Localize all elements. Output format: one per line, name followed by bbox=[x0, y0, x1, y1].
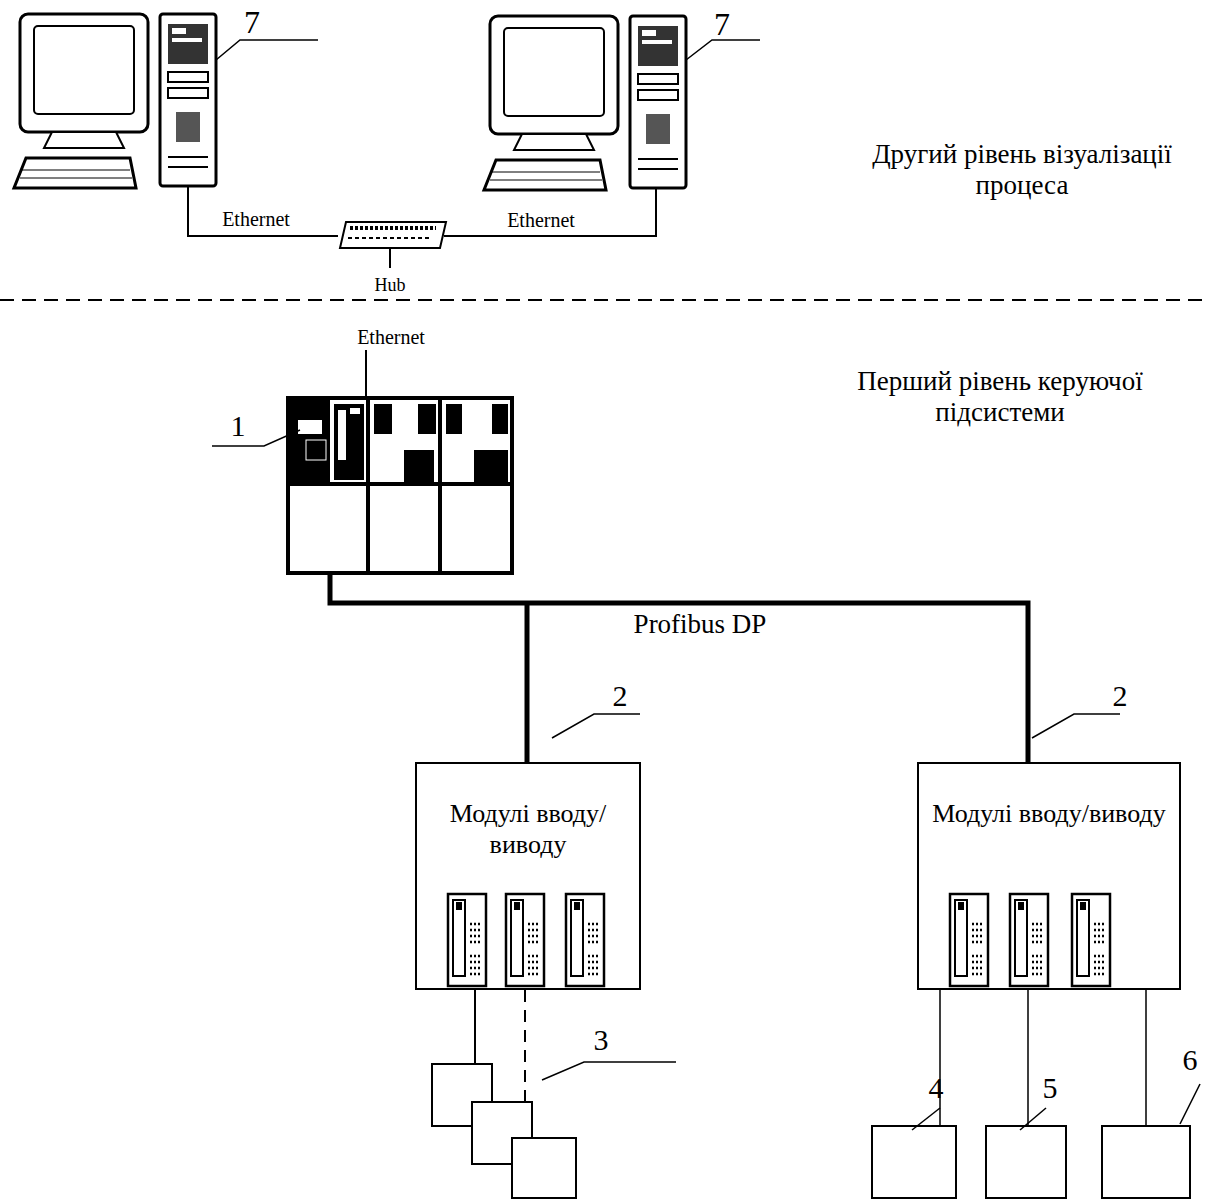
level-divider bbox=[0, 299, 1208, 301]
io-module-part bbox=[950, 894, 988, 986]
io-module-part bbox=[1072, 894, 1110, 986]
ethernet-cable-part bbox=[444, 188, 656, 236]
plc-controller-part bbox=[374, 404, 392, 434]
leader-line-part bbox=[1032, 714, 1120, 738]
ethernet-cable bbox=[188, 186, 656, 398]
network-hub-part bbox=[340, 222, 446, 248]
callout-number: 7 bbox=[244, 4, 260, 41]
field-device-part bbox=[512, 1138, 576, 1198]
io-module-part bbox=[1010, 894, 1048, 986]
workstation-part bbox=[484, 16, 686, 190]
plc-controller-part bbox=[298, 420, 322, 434]
plc-controller-part bbox=[404, 450, 434, 482]
network-label: Ethernet bbox=[507, 209, 575, 232]
network-label: Ethernet bbox=[357, 326, 425, 349]
io-module bbox=[448, 894, 1110, 986]
box-title: Модулі вводу/виводу bbox=[417, 764, 639, 860]
callout-number: 2 bbox=[1113, 679, 1128, 714]
plc-controller-part bbox=[438, 398, 442, 573]
network-label: Profibus DP bbox=[634, 609, 767, 640]
plc-controller-part bbox=[492, 404, 508, 434]
plc-controller-part bbox=[334, 404, 364, 480]
level-caption: Перший рівень керуючої підсистеми bbox=[805, 366, 1195, 428]
ethernet-cable-part bbox=[389, 248, 391, 268]
plc-controller-part bbox=[338, 410, 346, 460]
leader-line-part bbox=[1180, 1084, 1200, 1124]
io-module-box: Модулі вводу/виводу bbox=[415, 762, 641, 990]
field-device-part bbox=[872, 1126, 956, 1198]
plc-controller-part bbox=[290, 400, 330, 482]
field-device bbox=[432, 990, 1190, 1198]
plc-controller-part bbox=[366, 398, 370, 573]
field-device-part bbox=[524, 990, 526, 1102]
plc-controller-part bbox=[288, 398, 512, 573]
network-hub-part bbox=[350, 226, 436, 230]
leader-line-part bbox=[542, 1062, 676, 1080]
leader-line-part bbox=[216, 40, 318, 60]
plc-controller-part bbox=[446, 404, 462, 434]
plc-controller-part bbox=[306, 440, 326, 460]
leader-line-part bbox=[686, 40, 760, 60]
callout-number: 1 bbox=[231, 409, 246, 444]
io-module-part bbox=[566, 894, 604, 986]
callout-number: 3 bbox=[594, 1023, 609, 1058]
io-module-part bbox=[448, 894, 486, 986]
leader-line-part bbox=[1020, 1108, 1046, 1130]
profibus-dp-bus-part bbox=[330, 573, 1028, 762]
leader-line-part bbox=[912, 1108, 940, 1130]
field-device-part bbox=[940, 990, 1146, 1126]
ethernet-cable-part bbox=[365, 350, 367, 398]
workstation-part bbox=[14, 14, 216, 188]
network-hub bbox=[340, 222, 446, 248]
profibus-dp-bus-part bbox=[525, 603, 530, 762]
network-hub-part bbox=[348, 237, 432, 239]
io-module-box: Модулі вводу/виводу bbox=[917, 762, 1181, 990]
callout-number: 5 bbox=[1043, 1071, 1058, 1106]
plc-controller-part bbox=[350, 408, 360, 414]
callout-number: 4 bbox=[929, 1071, 944, 1106]
network-label: Hub bbox=[375, 275, 406, 296]
callout-number: 7 bbox=[714, 6, 730, 43]
level-caption: Другий рівень візуалізації процеса bbox=[872, 139, 1172, 201]
profibus-dp-bus bbox=[330, 573, 1028, 762]
field-device-part bbox=[1102, 1126, 1190, 1198]
leader-line-part bbox=[552, 714, 640, 738]
callout-number: 2 bbox=[613, 679, 628, 714]
plc-controller bbox=[288, 398, 512, 573]
plc-controller-part bbox=[474, 450, 508, 482]
network-label: Ethernet bbox=[222, 208, 290, 231]
leader-line-part bbox=[212, 430, 300, 446]
callout-number: 6 bbox=[1183, 1043, 1198, 1078]
field-device-part bbox=[986, 1126, 1066, 1198]
plc-controller-part bbox=[418, 404, 436, 434]
workstation bbox=[14, 14, 686, 190]
ethernet-cable-part bbox=[188, 186, 338, 236]
field-device-part bbox=[474, 990, 476, 1064]
plc-controller-part bbox=[288, 482, 512, 486]
box-title: Модулі вводу/виводу bbox=[919, 764, 1179, 829]
io-module-part bbox=[506, 894, 544, 986]
leader-line bbox=[212, 40, 1200, 1130]
